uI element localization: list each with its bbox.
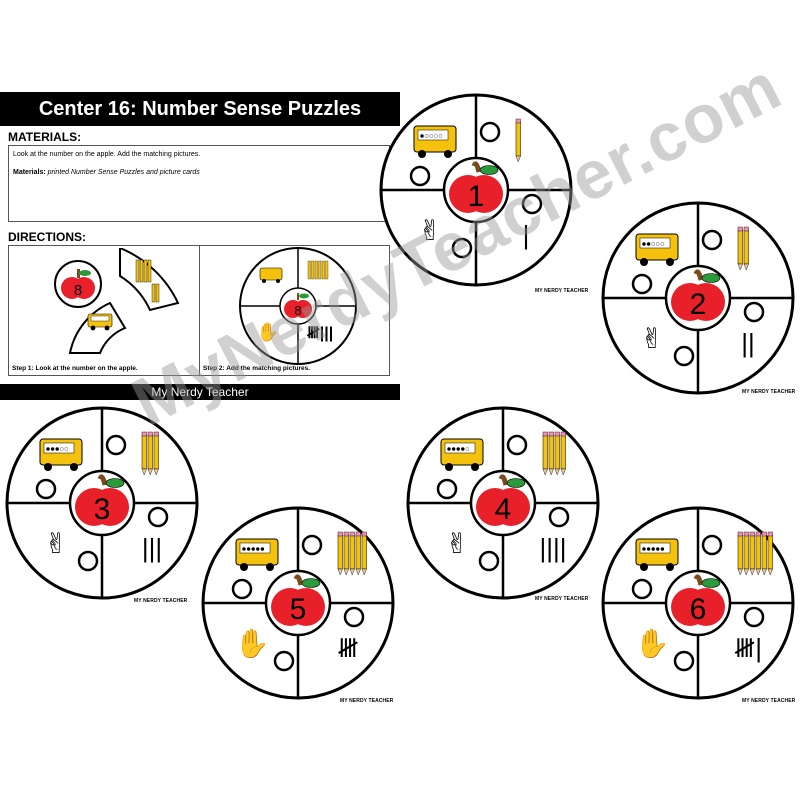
puzzle-number: 4 [495, 493, 512, 526]
tally-marks-icon: 𝍸 [337, 633, 358, 663]
pencil-icon [737, 531, 773, 576]
credit-puzzle-5: MY NERDY TEACHER [535, 596, 589, 602]
pencil-icon [542, 431, 566, 476]
credit-puzzle-2: MY NERDY TEACHER [742, 389, 796, 395]
tally-marks-icon: || [741, 328, 755, 358]
svg-text:✌: ✌ [418, 215, 441, 246]
pencil-icon [337, 531, 367, 576]
directions-heading: DIRECTIONS: [8, 230, 86, 244]
number-puzzle-5: 5 ✋ 𝍸 [201, 506, 395, 700]
materials-heading: MATERIALS: [8, 130, 82, 144]
apple-icon: 8 [61, 269, 95, 299]
apple-icon: 6 [671, 574, 725, 626]
puzzle-tally: || [741, 328, 755, 358]
puzzle-tally: 𝍸| [734, 633, 762, 663]
puzzle-number: 6 [690, 593, 707, 626]
puzzle-tally: ||| [142, 533, 162, 563]
tally-marks-icon: | [523, 220, 530, 250]
credit-puzzle-4: MY NERDY TEACHER [340, 698, 394, 704]
svg-text:✌: ✌ [640, 323, 663, 354]
credit-puzzle-6: MY NERDY TEACHER [742, 698, 796, 704]
pencil-icon [515, 118, 521, 163]
footer-brand: My Nerdy Teacher [0, 384, 400, 400]
school-bus-icon [413, 125, 457, 158]
materials-value: printed Number Sense Puzzles and picture… [47, 169, 200, 176]
tally-marks-icon: 𝍸| [734, 633, 762, 663]
school-bus-icon [635, 233, 679, 266]
school-bus-icon [440, 438, 484, 471]
hand-fingers-icon: ✌ [418, 215, 441, 246]
apple-icon: 4 [476, 474, 530, 526]
apple-icon: 2 [671, 269, 725, 321]
credit-puzzle-1: MY NERDY TEACHER [535, 288, 589, 294]
school-bus-icon [635, 538, 679, 571]
step1-illustration: 8 [54, 248, 180, 354]
hand-fingers-icon: ✌ [640, 323, 663, 354]
hand-fingers-icon: ✌ [445, 528, 468, 559]
pencil-icon [141, 431, 159, 476]
puzzle-number: 2 [690, 288, 707, 321]
puzzle-number: 1 [468, 180, 485, 213]
page-title: Center 16: Number Sense Puzzles [0, 92, 400, 126]
pencil-icon [737, 226, 749, 271]
apple-icon: 5 [271, 574, 325, 626]
puzzle-tally: 𝍸 [337, 633, 358, 663]
number-puzzle-2: 2 ✌ || [601, 201, 795, 395]
school-bus-icon [39, 438, 83, 471]
svg-text:✌: ✌ [44, 528, 67, 559]
puzzle-tally: |||| [539, 533, 566, 563]
example-number-step1: 8 [74, 282, 82, 299]
number-puzzle-4: 4 ✌ |||| [406, 406, 600, 600]
apple-icon: 1 [449, 161, 503, 213]
hand-fingers-icon: ✋ [635, 627, 670, 659]
pencil-icon [135, 259, 160, 303]
materials-box: Look at the number on the apple. Add the… [8, 145, 390, 222]
step2-caption: Step 2: Add the matching pictures. [203, 365, 311, 372]
number-puzzle-3: 3 ✌ ||| [5, 406, 199, 600]
svg-text:✋: ✋ [235, 627, 270, 659]
apple-icon: 3 [75, 474, 129, 526]
tally-marks-icon: ||| [142, 533, 162, 563]
school-bus-icon [87, 313, 113, 331]
school-bus-icon [235, 538, 279, 571]
example-number-step2: 8 [294, 303, 301, 318]
puzzle-tally: | [523, 220, 530, 250]
svg-text:𝍸|||: 𝍸||| [307, 325, 334, 342]
materials-label: Materials: [13, 169, 46, 176]
svg-text:✌: ✌ [445, 528, 468, 559]
credit-puzzle-3: MY NERDY TEACHER [134, 598, 188, 604]
hand-fingers-icon: ✋ [235, 627, 270, 659]
number-puzzle-6: 6 ✋ 𝍸| [601, 506, 795, 700]
step2-illustration: 8 ✋ 𝍸||| [239, 247, 357, 365]
puzzle-number: 5 [290, 593, 307, 626]
number-puzzle-1: 1 ✌ | [379, 93, 573, 287]
puzzle-number: 3 [94, 493, 111, 526]
directions-divider [199, 245, 200, 376]
hand-fingers-icon: ✌ [44, 528, 67, 559]
step1-caption: Step 1: Look at the number on the apple. [12, 365, 138, 372]
svg-text:✋: ✋ [257, 321, 279, 342]
svg-text:✋: ✋ [635, 627, 670, 659]
materials-instruction: Look at the number on the apple. Add the… [13, 151, 201, 158]
tally-marks-icon: |||| [539, 533, 566, 563]
